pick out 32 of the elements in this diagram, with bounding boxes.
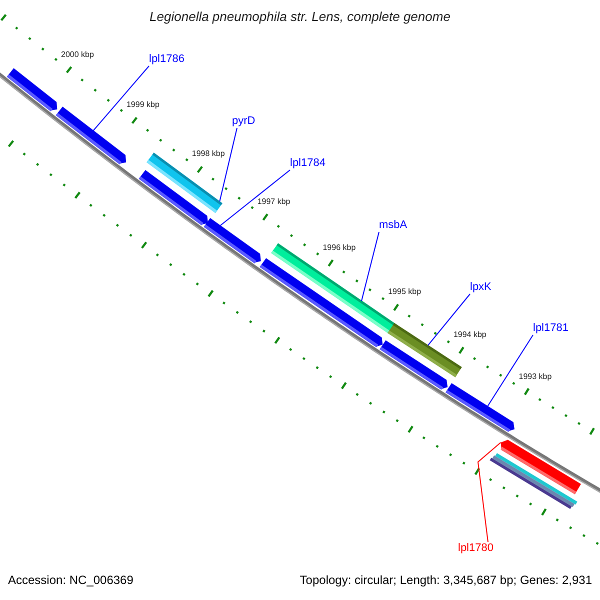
scale-label: 1997 kbp — [257, 197, 290, 206]
leader-line — [92, 66, 150, 131]
gene-feature — [446, 383, 514, 432]
leader-line — [220, 170, 290, 226]
leader-line — [219, 128, 238, 202]
title: Legionella pneumophila str. Lens, complete genome — [148, 9, 452, 24]
gene-feature — [56, 106, 126, 164]
gene-label: pyrD — [232, 115, 256, 128]
leader-line — [477, 442, 502, 542]
gene-label: lpxK — [470, 281, 492, 294]
genome-info-label: Topology: circular; Length: 3,345,687 bp; Genes: 2,931 — [300, 574, 592, 588]
gene-label: lpl1781 — [533, 322, 568, 335]
gene-feature — [260, 258, 383, 348]
scale-label: 1993 kbp — [518, 372, 552, 381]
accession-label: Accession: NC_006369 — [8, 574, 134, 588]
scale-label: 1999 kbp — [126, 100, 160, 110]
gene-feature — [204, 218, 261, 264]
gene-feature — [6, 68, 58, 112]
gene-label: msbA — [379, 219, 408, 232]
scale-label: 2000 kbp — [61, 50, 94, 59]
gene-label: lpl1786 — [149, 53, 184, 66]
gene-label: lpl1780 — [458, 542, 494, 555]
gene-label: lpl1784 — [290, 157, 326, 170]
scale-label: 1995 kbp — [388, 287, 422, 297]
scale-label: 1998 kbp — [192, 149, 225, 159]
gene-feature — [380, 340, 448, 390]
leader-line — [487, 334, 534, 407]
leader-line — [428, 294, 470, 346]
gene-feature — [138, 170, 208, 226]
scale-label: 1994 kbp — [453, 330, 486, 340]
leader-line — [361, 232, 380, 302]
scale-label: 1996 kbp — [322, 242, 356, 252]
